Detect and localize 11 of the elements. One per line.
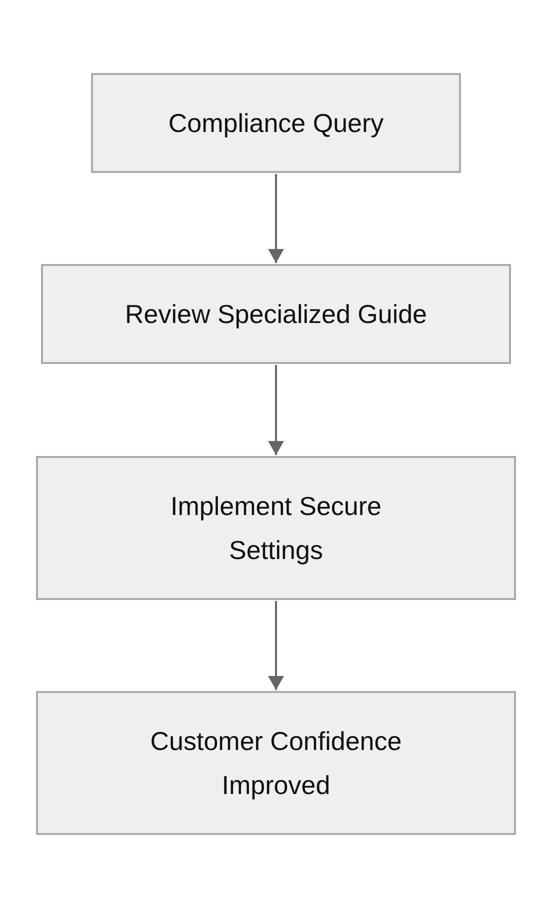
box-label: Implement Secure Settings bbox=[170, 490, 382, 567]
arrow bbox=[268, 365, 284, 455]
box-label: Compliance Query bbox=[168, 107, 384, 140]
box-label: Review Specialized Guide bbox=[124, 298, 428, 331]
process-box bbox=[36, 691, 516, 835]
arrow bbox=[268, 601, 284, 690]
box-label: Customer Confidence Improved bbox=[149, 725, 403, 802]
arrow bbox=[268, 174, 284, 263]
process-box bbox=[91, 73, 461, 173]
process-box bbox=[41, 264, 511, 364]
process-box bbox=[36, 456, 516, 600]
